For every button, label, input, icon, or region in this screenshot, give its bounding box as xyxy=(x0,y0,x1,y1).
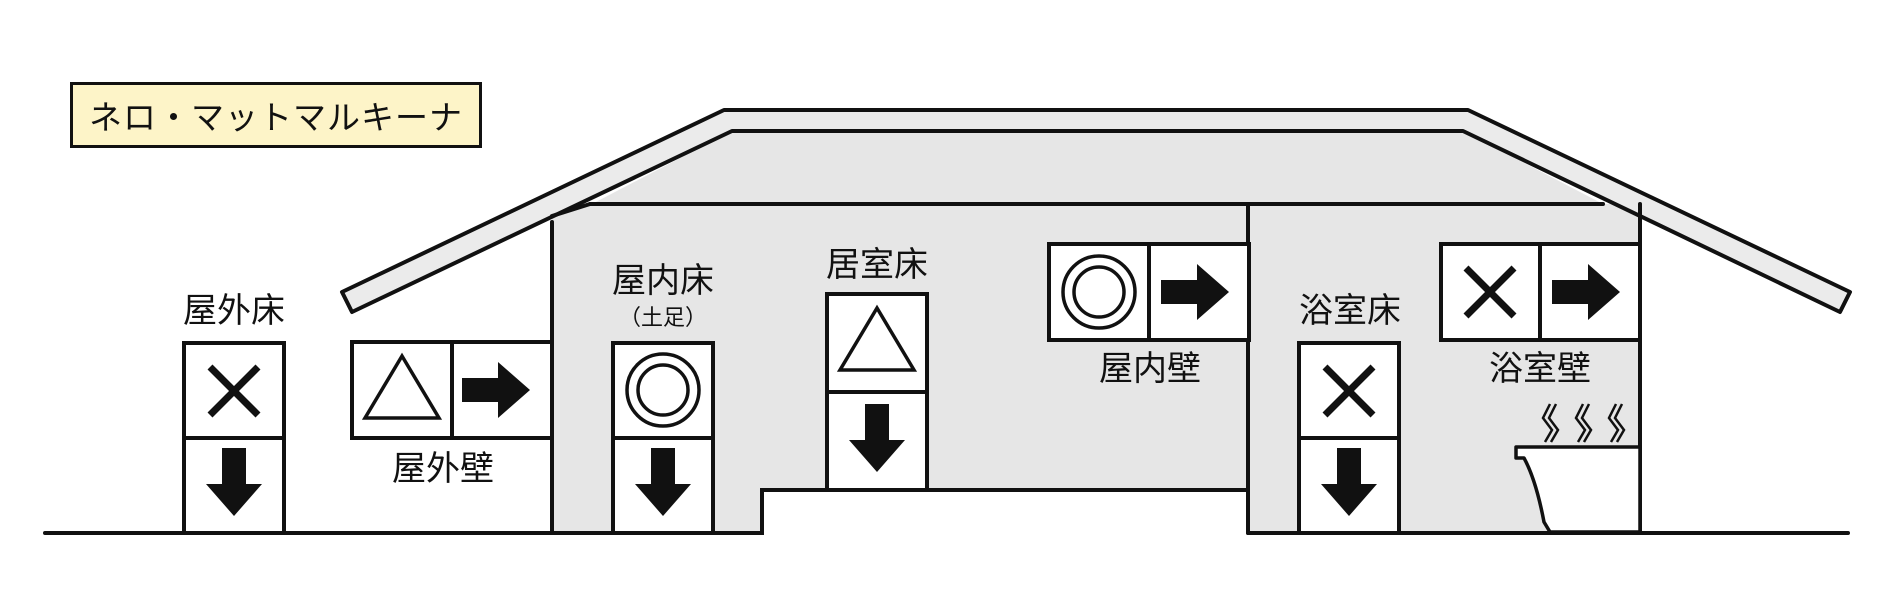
bath-floor-marker xyxy=(1297,341,1401,535)
outdoor-wall-marker xyxy=(350,340,554,440)
roof xyxy=(340,108,1852,314)
label-bath-wall: 浴室壁 xyxy=(1489,349,1591,389)
label-bath-floor: 浴室床 xyxy=(1299,291,1401,331)
label-outdoor-floor: 屋外床 xyxy=(183,291,285,331)
label-outdoor-wall: 屋外壁 xyxy=(392,449,494,489)
indoor-wall-marker xyxy=(1047,242,1251,342)
label-indoor-wall: 屋内壁 xyxy=(1099,349,1201,389)
steam-icon xyxy=(1541,403,1626,443)
bathtub-icon xyxy=(1514,445,1642,534)
label-indoor-floor: 屋内床 xyxy=(612,261,714,301)
indoor-floor-marker xyxy=(611,341,715,535)
label-living-floor: 居室床 xyxy=(826,245,928,285)
outdoor-floor-marker xyxy=(182,341,286,535)
label-indoor-floor-note: （土足） xyxy=(618,306,708,331)
product-title: ネロ・マットマルキーナ xyxy=(70,82,482,148)
living-floor-marker xyxy=(825,292,929,492)
bath-wall-marker xyxy=(1439,242,1642,342)
